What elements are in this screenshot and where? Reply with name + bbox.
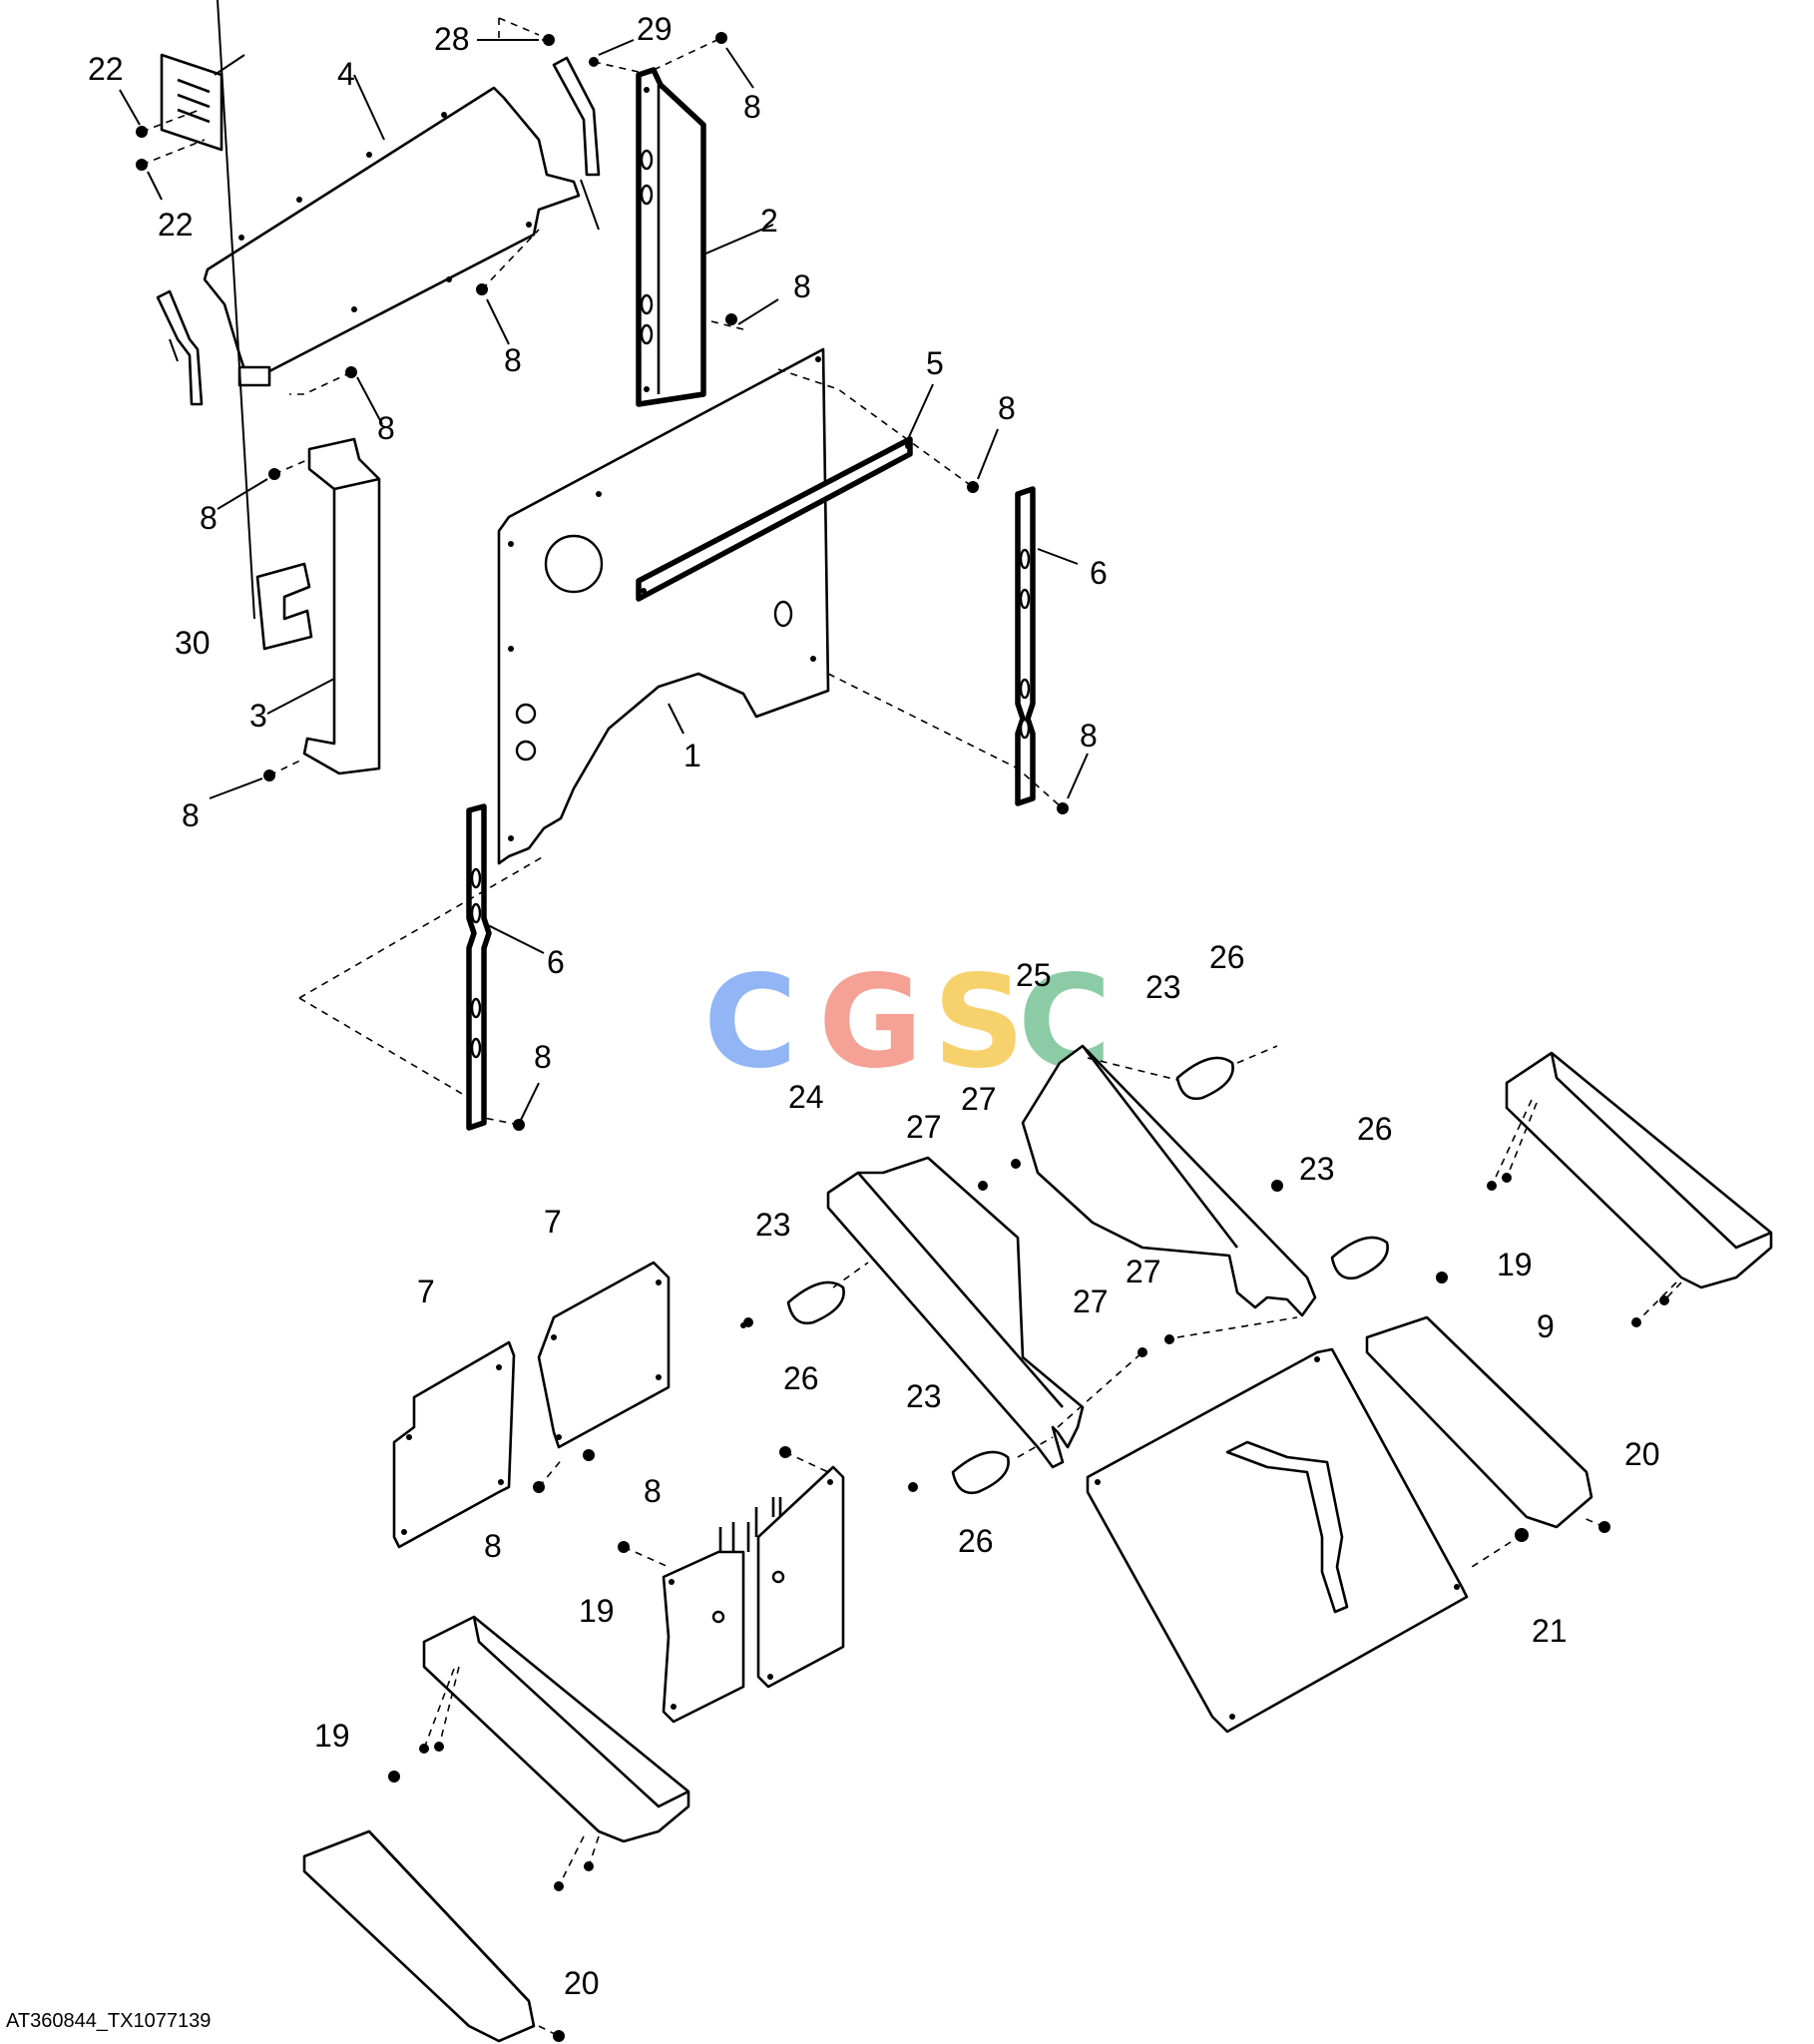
- part-10-panel: [662, 1522, 750, 1724]
- callout-label: 7: [544, 1204, 562, 1240]
- part-9-side-guard-left: [302, 1829, 536, 2043]
- callout-label: 21: [1532, 1613, 1568, 1649]
- callout-label: 5: [926, 345, 944, 381]
- callout-label: 4: [337, 56, 355, 92]
- callout-label: 8: [644, 1473, 662, 1509]
- callout-label: 22: [158, 207, 194, 243]
- callout-label: 23: [1145, 969, 1181, 1005]
- callout-label: 27: [906, 1109, 942, 1145]
- part-17-seal-strip: [552, 56, 601, 177]
- callout-label: 8: [182, 797, 200, 833]
- part-7-panel-right: [537, 1261, 671, 1449]
- part-6-strip-right: [1015, 486, 1036, 806]
- part-2-vertical-bracket: [636, 67, 706, 407]
- callout-label: 6: [547, 944, 565, 980]
- watermark-logo: C G S C: [703, 948, 1112, 1097]
- callout-label: 26: [783, 1360, 819, 1396]
- part-23-clamp: [951, 1450, 1010, 1495]
- callout-label: 7: [417, 1274, 435, 1309]
- part-1-main-panel: [497, 347, 830, 865]
- callout-label: 27: [1126, 1254, 1161, 1289]
- callout-label: 25: [1016, 957, 1052, 993]
- watermark-letter: C: [703, 948, 797, 1097]
- callout-label: 19: [314, 1718, 350, 1754]
- callout-label: 23: [755, 1207, 791, 1243]
- callout-label: 6: [1090, 555, 1108, 591]
- part-9-side-guard-right: [1365, 1315, 1593, 1529]
- callout-label: 28: [434, 21, 470, 57]
- part-24-diagonal-shield: [826, 1156, 1085, 1469]
- callout-label: 19: [1497, 1247, 1533, 1282]
- watermark-letter: S: [933, 948, 1025, 1097]
- callout-label: 23: [906, 1378, 942, 1414]
- callout-label: 2: [760, 203, 778, 239]
- assembly-lines: [141, 17, 1682, 2037]
- callout-label: 19: [579, 1593, 615, 1629]
- callout-label: 27: [1073, 1283, 1109, 1319]
- callout-label: 3: [249, 698, 267, 734]
- part-30-pad: [255, 562, 313, 651]
- callout-label: 9: [1537, 1308, 1555, 1344]
- fasteners: [136, 32, 1669, 2042]
- callout-label: 29: [637, 11, 673, 47]
- part-25-diagonal-shield: [1021, 1044, 1317, 1317]
- part-23-clamp: [1330, 1236, 1389, 1280]
- leader-lines: [119, 0, 1089, 1121]
- callout-label: 8: [200, 500, 218, 536]
- part-4-top-panel: [203, 86, 581, 387]
- part-23-clamp: [786, 1280, 845, 1325]
- callout-label: 8: [484, 1528, 502, 1564]
- callout-label: 26: [1209, 939, 1245, 975]
- callout-label: 8: [743, 89, 761, 125]
- callout-label: 8: [377, 410, 395, 446]
- callout-label: 30: [175, 625, 211, 661]
- part-6-strip-left: [466, 803, 492, 1131]
- part-7-panel-left: [392, 1340, 516, 1549]
- callouts: 1 2 3 4 5 6 6 7 7 8 8 8 8 8 8 8 8 8 8 8 …: [88, 11, 1660, 2001]
- callout-label: 20: [1624, 1436, 1660, 1472]
- callout-label: 24: [788, 1079, 824, 1115]
- callout-label: 26: [1357, 1111, 1393, 1147]
- part-12-channel-guard-right: [1505, 1051, 1773, 1289]
- part-23-clamp: [1175, 1056, 1234, 1101]
- part-18-bracket: [160, 53, 224, 152]
- part-5-strip: [636, 436, 913, 602]
- callout-label: 27: [961, 1081, 997, 1117]
- part-11-panel: [754, 1465, 845, 1689]
- figure-id: AT360844_TX1077139: [6, 2010, 212, 2032]
- callout-label: 8: [1080, 718, 1098, 754]
- callout-label: 8: [504, 342, 522, 378]
- part-15-floor-plate: [1086, 1347, 1469, 1734]
- part-12-channel-guard-left: [422, 1615, 690, 1843]
- part-3-side-bracket: [302, 437, 381, 775]
- callout-label: 8: [998, 390, 1016, 426]
- callout-label: 20: [564, 1965, 600, 2001]
- part-16-seal-strip: [156, 289, 204, 406]
- callout-label: 26: [958, 1523, 994, 1559]
- callout-label: 8: [793, 268, 811, 304]
- watermark-letter: G: [818, 948, 923, 1097]
- callout-label: 8: [534, 1039, 552, 1075]
- callout-label: 22: [88, 51, 124, 87]
- callout-label: 23: [1299, 1151, 1335, 1187]
- callout-label: 1: [683, 738, 701, 773]
